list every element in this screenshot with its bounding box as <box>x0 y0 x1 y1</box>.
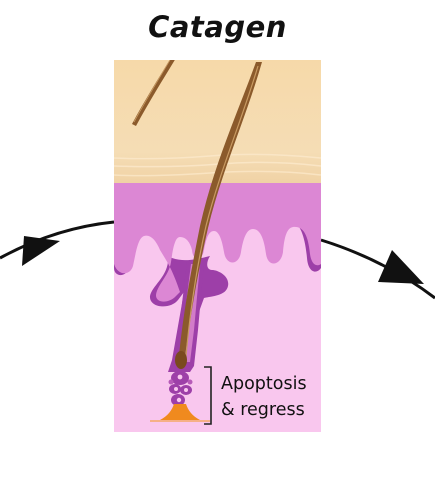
dermal-papilla <box>160 404 200 420</box>
cycle-arrow-left-icon <box>0 220 115 266</box>
annotation-line-2: & regress <box>221 400 305 420</box>
annotation-line-1: Apoptosis <box>221 374 307 394</box>
cycle-arrow-right-icon <box>320 238 435 300</box>
apoptosis-annotation: Apoptosis & regress <box>221 371 307 423</box>
hair-shaft <box>178 62 262 366</box>
diagram-title: Catagen <box>148 10 287 44</box>
club-hair-bulb <box>175 351 187 369</box>
annotation-bracket <box>204 366 212 425</box>
apoptosis-cells <box>168 371 193 406</box>
surface-hair <box>132 60 175 126</box>
